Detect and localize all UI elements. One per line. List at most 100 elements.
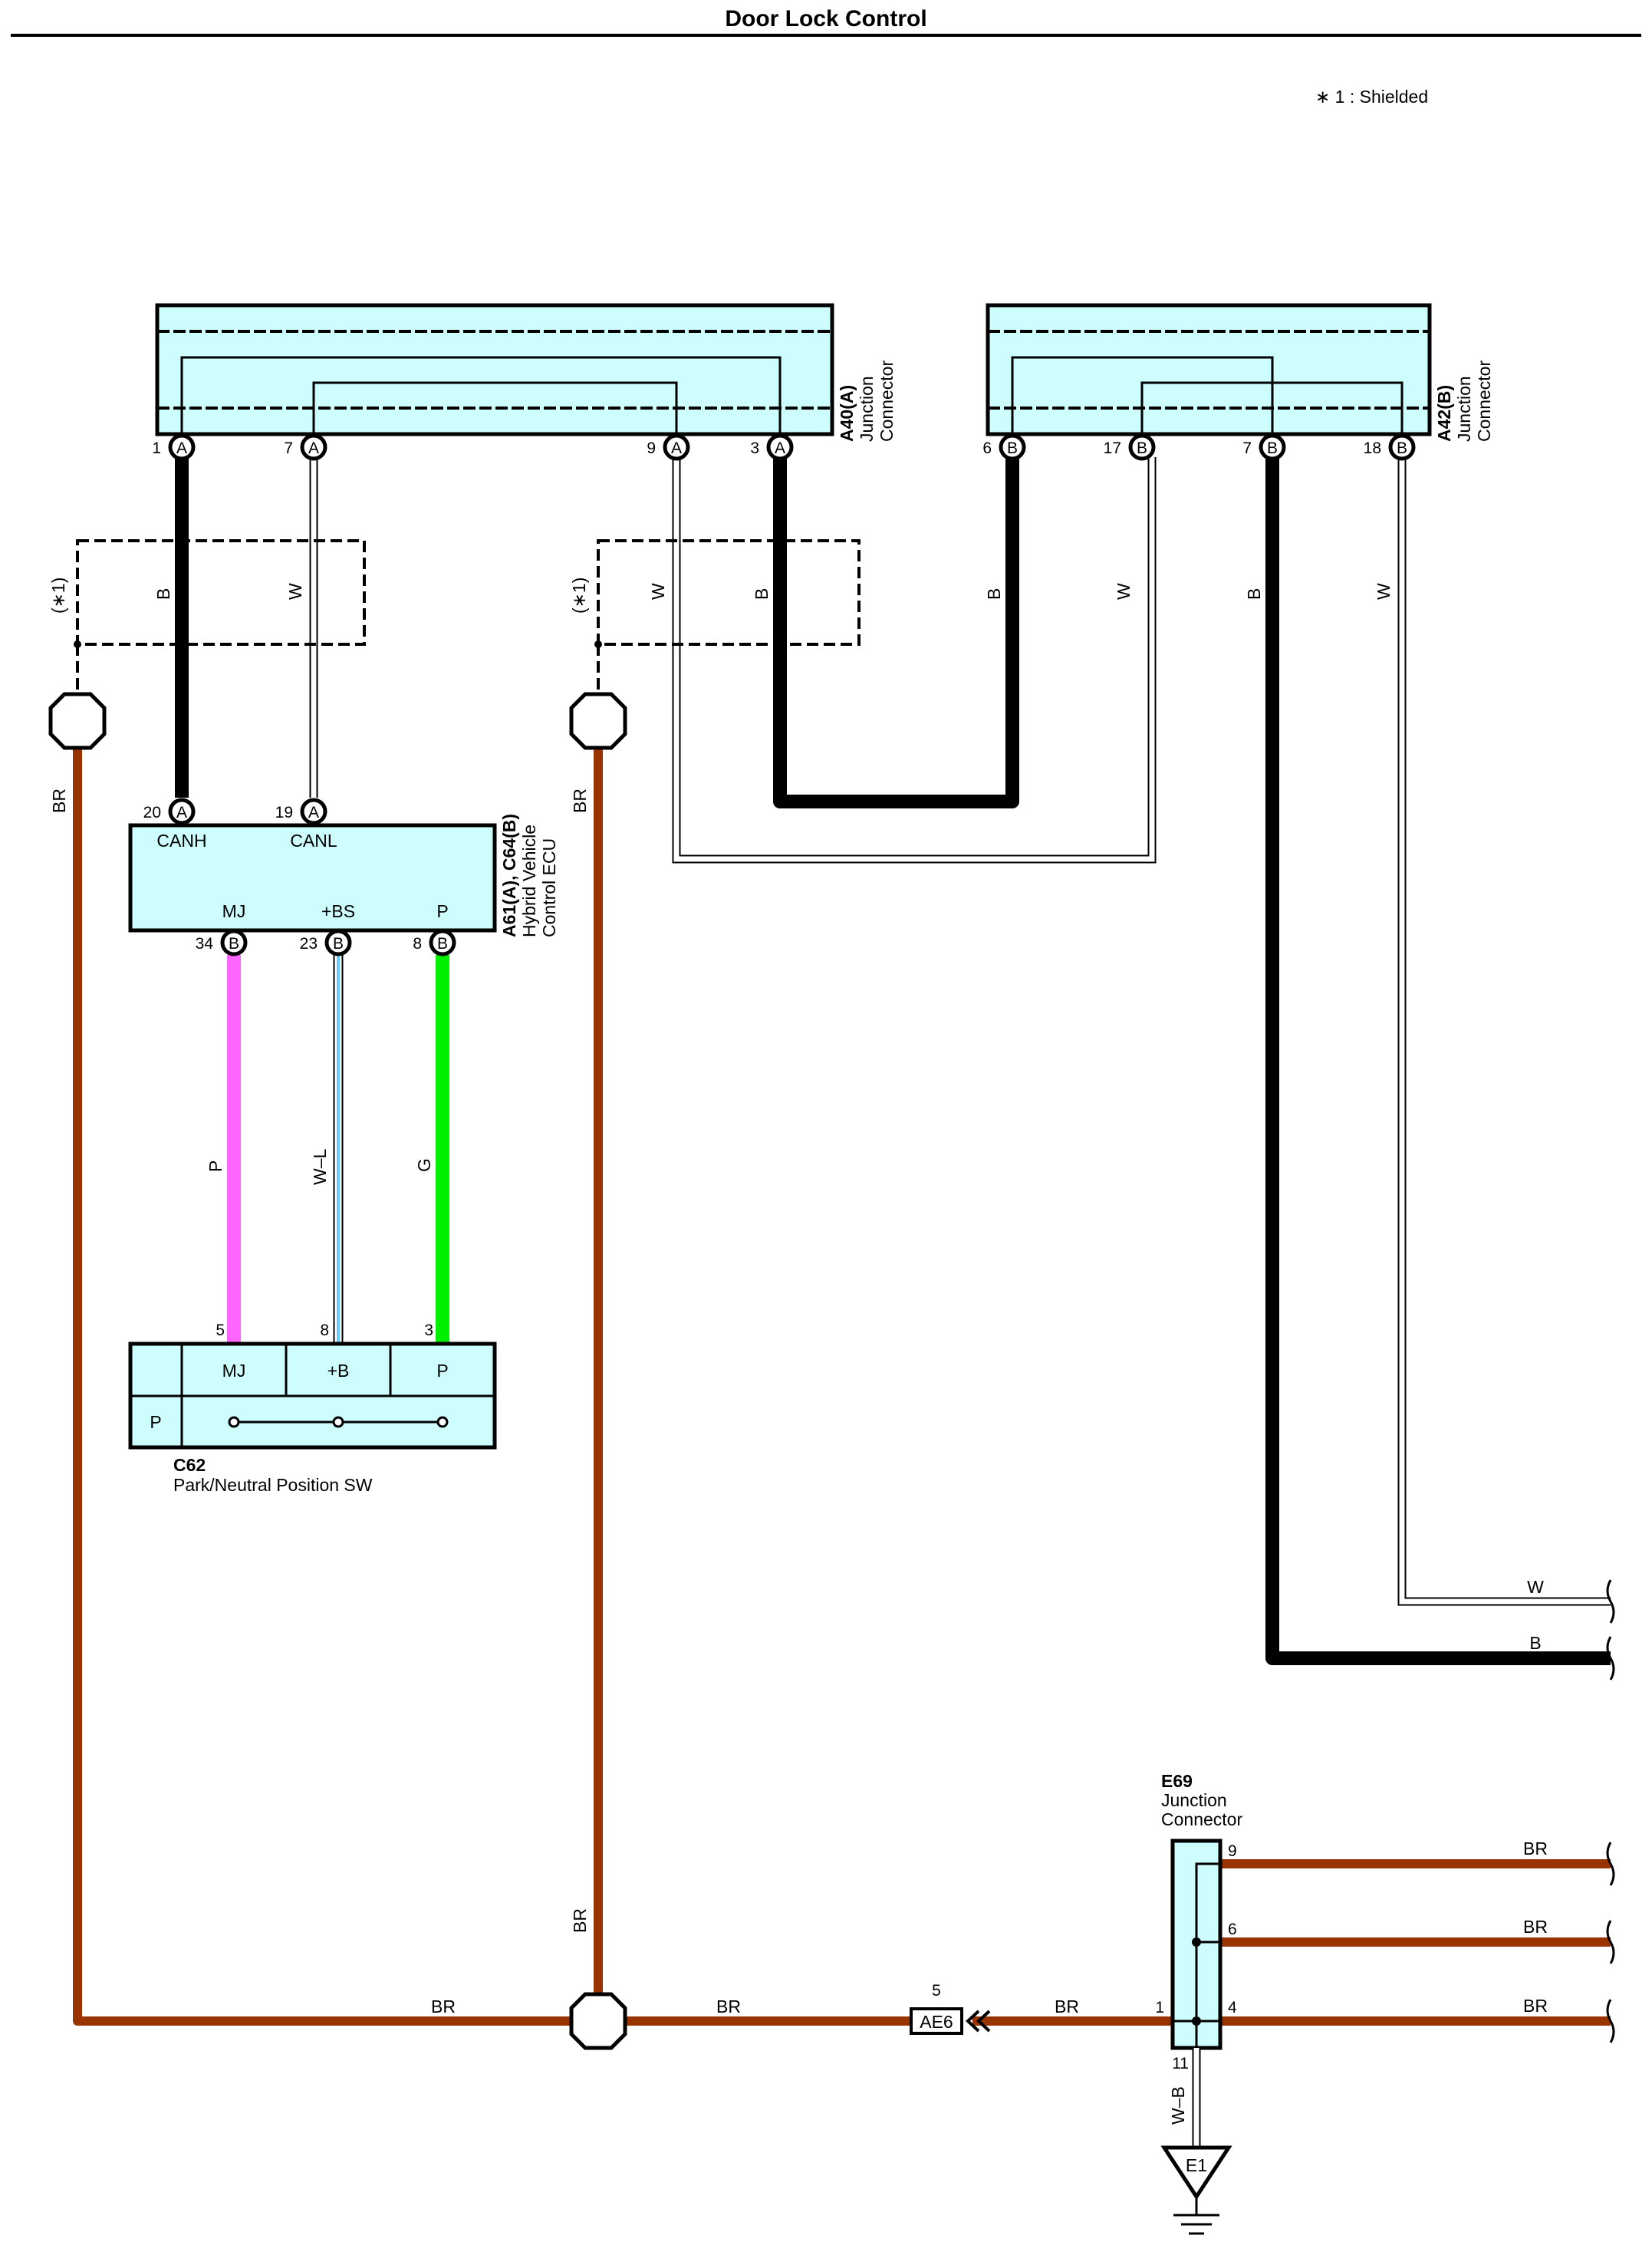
wire-a40-3-to-a42-6 (773, 457, 1019, 808)
shield-box-left: (∗1) (48, 539, 366, 695)
wire-a40-9-to-a42-17 (672, 457, 1157, 864)
a42-line1: Junction (1454, 376, 1474, 442)
label-a42-6: B (984, 588, 1004, 600)
svg-text:A: A (308, 439, 319, 457)
ecu-term-canl: CANL (290, 831, 337, 851)
svg-text:B: B (1267, 439, 1278, 457)
ground-splice-bottom (569, 1992, 627, 2050)
label-br-center-bottom: BR (570, 1908, 590, 1933)
c62-pin-8: 8 (320, 1322, 329, 1339)
svg-text:34: 34 (196, 935, 214, 953)
label-br-bottom-right: BR (1055, 1997, 1079, 2016)
e69-line1: Junction (1161, 1790, 1227, 1810)
hybrid-vehicle-control-ecu: CANH CANL MJ +BS P A61(A), C64(B) Hybrid… (128, 814, 559, 937)
a40-pin-9: A 9 (647, 433, 690, 461)
a42-line2: Connector (1474, 360, 1494, 442)
svg-text:B: B (229, 935, 239, 953)
c62-pin-5: 5 (216, 1322, 225, 1339)
svg-text:17: 17 (1104, 439, 1121, 457)
c62-code: C62 (173, 1455, 206, 1475)
e69-code: E69 (1161, 1771, 1193, 1791)
ecu-term-canh: CANH (156, 831, 206, 851)
svg-text:B: B (1137, 439, 1147, 457)
label-br-bottom-left: BR (431, 1997, 456, 2016)
label-wire-wl: W–L (310, 1149, 330, 1186)
ecu-term-p: P (436, 901, 448, 921)
ground-e1: E1 (1160, 2145, 1232, 2235)
svg-text:A: A (775, 439, 785, 457)
svg-text:7: 7 (1242, 439, 1252, 457)
ecu-pin-19: A 19 (275, 798, 327, 825)
a40-code: A40(A) (837, 385, 857, 442)
svg-text:23: 23 (300, 935, 318, 953)
svg-text:B: B (437, 935, 448, 953)
junction-connector-a42: A42(B) Junction Connector (986, 303, 1494, 442)
e1-code: E1 (1186, 2155, 1207, 2175)
ecu-pin-20: A 20 (143, 798, 196, 825)
c62-term-p: P (436, 1361, 448, 1381)
svg-text:B: B (333, 935, 344, 953)
label-br-center-top: BR (570, 788, 590, 813)
label-a42-7: B (1244, 588, 1264, 600)
label-br-left: BR (49, 788, 69, 813)
shield-label-left: (∗1) (48, 578, 68, 614)
svg-text:19: 19 (275, 804, 293, 821)
ecu-line2: Control ECU (539, 838, 559, 937)
label-a40-7: W (285, 583, 305, 600)
svg-text:A: A (176, 439, 187, 457)
label-a42-17: W (1114, 583, 1134, 600)
wire-break-symbols (1606, 1579, 1615, 2043)
a40-pin-3: A 3 (750, 433, 794, 461)
label-e69-4-br: BR (1523, 1996, 1548, 2016)
e69-pin-6: 6 (1228, 1921, 1237, 1938)
ae6-pin: 5 (932, 1982, 941, 2000)
svg-text:B: B (1007, 439, 1018, 457)
ecu-pin-23: B 23 (300, 929, 352, 956)
shield-box-right: (∗1) (569, 539, 861, 695)
label-e69-6-br: BR (1523, 1917, 1548, 1937)
ecu-code: A61(A), C64(B) (499, 814, 519, 937)
c62-row-label: P (150, 1412, 161, 1432)
ae6-connector: AE6 5 (910, 1982, 991, 2035)
a42-pin-17: B 17 (1104, 433, 1156, 461)
e69-pin-4: 4 (1228, 1999, 1237, 2016)
svg-text:A: A (671, 439, 682, 457)
a42-code: A42(B) (1434, 385, 1454, 442)
label-ground-wb: W–B (1168, 2086, 1188, 2125)
a42-pin-6: B 6 (982, 433, 1026, 461)
junction-connector-a40: A40(A) Junction Connector (155, 303, 897, 442)
c62-name: Park/Neutral Position SW (173, 1475, 373, 1495)
e69-pin-1: 1 (1155, 1999, 1164, 2016)
br-wire-left (73, 748, 577, 2026)
ecu-term-bs: +BS (321, 901, 355, 921)
ecu-line1: Hybrid Vehicle (519, 825, 539, 937)
wire-a42-7-out (1265, 457, 1611, 1665)
label-a40-9: W (648, 583, 668, 600)
svg-text:20: 20 (143, 804, 161, 821)
svg-text:3: 3 (750, 439, 759, 457)
svg-text:1: 1 (152, 439, 161, 457)
a42-pin-7: B 7 (1242, 433, 1286, 461)
a40-line1: Junction (857, 376, 877, 442)
shielded-note: ∗ 1 : Shielded (1315, 87, 1428, 107)
ground-splice-left (48, 692, 107, 750)
br-wires (73, 748, 1611, 2026)
label-a40-1: B (153, 588, 173, 600)
c62-term-b: +B (327, 1361, 350, 1381)
svg-text:7: 7 (284, 439, 293, 457)
e69-pin-9: 9 (1228, 1842, 1237, 1860)
e69-line2: Connector (1161, 1809, 1242, 1829)
label-e69-9-br: BR (1523, 1839, 1548, 1858)
svg-text:18: 18 (1364, 439, 1381, 457)
svg-text:B: B (1397, 439, 1407, 457)
diagram-title: Door Lock Control (725, 6, 926, 31)
junction-connector-e69: E69 Junction Connector 9 6 1 4 11 (1155, 1771, 1242, 2072)
label-wire-g: G (414, 1158, 434, 1172)
ground-splice-center (569, 692, 627, 750)
svg-text:6: 6 (982, 439, 992, 457)
c62-pin-3: 3 (424, 1322, 433, 1339)
svg-text:A: A (308, 804, 319, 821)
ae6-code: AE6 (920, 2012, 953, 2032)
svg-text:9: 9 (647, 439, 656, 457)
